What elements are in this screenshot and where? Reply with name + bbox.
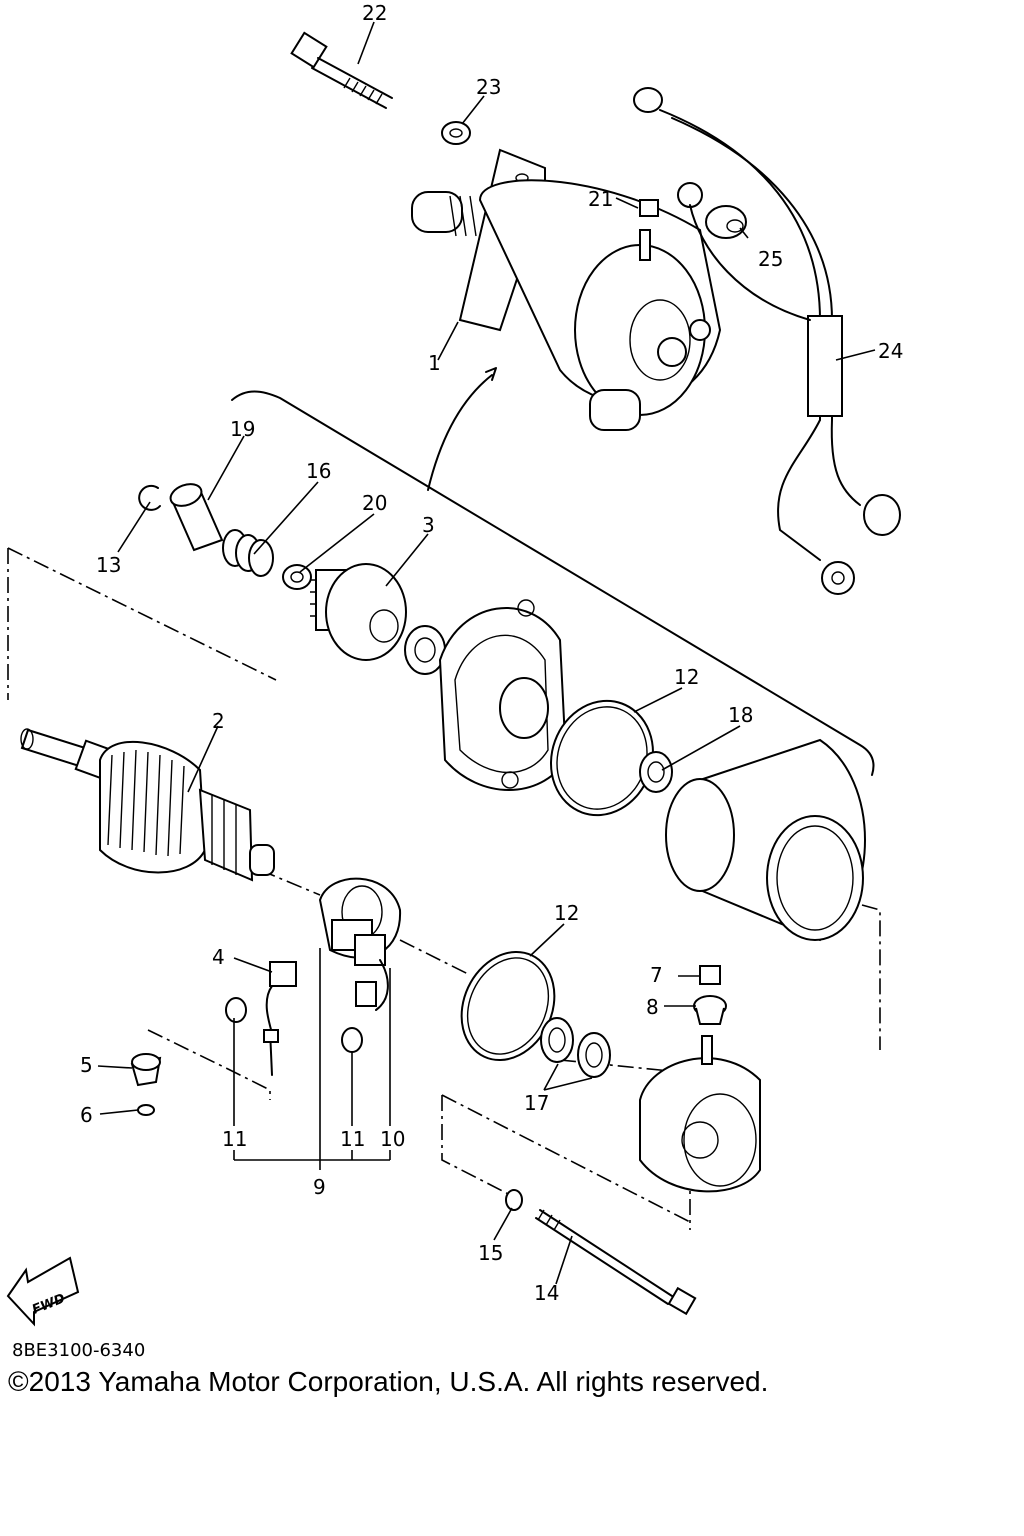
callout-18: 18 [728, 703, 753, 727]
callout-19: 19 [230, 417, 255, 441]
part-21-nut [639, 199, 659, 217]
part-7-nut [699, 965, 721, 985]
callout-1: 1 [428, 351, 441, 375]
part-3-clutch [310, 563, 407, 661]
part-11-screw-left [225, 997, 279, 1076]
part-8-cap [693, 995, 727, 1025]
part-17-washers [540, 1017, 611, 1078]
callout-4: 4 [212, 945, 225, 969]
part-16-spring [222, 529, 274, 577]
part-22-bolt [290, 31, 393, 109]
brush-plate [318, 877, 402, 966]
part-1-starter-motor [411, 148, 722, 431]
callout-3: 3 [422, 513, 435, 537]
callout-2: 2 [212, 709, 225, 733]
callout-9: 9 [313, 1175, 326, 1199]
callout-16: 16 [306, 459, 331, 483]
callout-8: 8 [646, 995, 659, 1019]
rear-cover [639, 1035, 761, 1193]
callout-10: 10 [380, 1127, 405, 1151]
part-18-washer [639, 751, 673, 793]
part-5-cap [130, 1053, 162, 1087]
callout-11-right: 11 [340, 1127, 365, 1151]
diagram-code: 8BE3100-6340 [12, 1340, 146, 1361]
callout-20: 20 [362, 491, 387, 515]
callout-5: 5 [80, 1053, 93, 1077]
part-25-cap [705, 205, 747, 239]
part-13-circlip [138, 484, 161, 511]
part-2-armature [20, 728, 275, 882]
callout-12-lower: 12 [554, 901, 579, 925]
callout-13: 13 [96, 553, 121, 577]
part-24-lead-wire [633, 87, 901, 595]
callout-21: 21 [588, 187, 613, 211]
callout-17: 17 [524, 1091, 549, 1115]
callout-23: 23 [476, 75, 501, 99]
callout-11-left: 11 [222, 1127, 247, 1151]
part-14-through-bolt [535, 1209, 697, 1316]
fwd-arrow-icon: FWD [6, 1256, 80, 1327]
part-15-washer [505, 1189, 523, 1211]
callout-7: 7 [650, 963, 663, 987]
part-4-brush [265, 961, 297, 1041]
copyright-notice: ©2013 Yamaha Motor Corporation, U.S.A. A… [8, 1366, 769, 1397]
part-20-washer [282, 564, 312, 590]
callout-24: 24 [878, 339, 903, 363]
callout-22: 22 [362, 1, 387, 25]
front-bracket [438, 599, 568, 791]
part-6-o-ring [137, 1104, 155, 1116]
callout-15: 15 [478, 1241, 503, 1265]
callout-6: 6 [80, 1103, 93, 1127]
part-19-collar [169, 483, 224, 552]
yoke [665, 738, 866, 942]
callout-14: 14 [534, 1281, 559, 1305]
part-23-washer [441, 121, 471, 145]
callout-12-upper: 12 [674, 665, 699, 689]
callout-25: 25 [758, 247, 783, 271]
